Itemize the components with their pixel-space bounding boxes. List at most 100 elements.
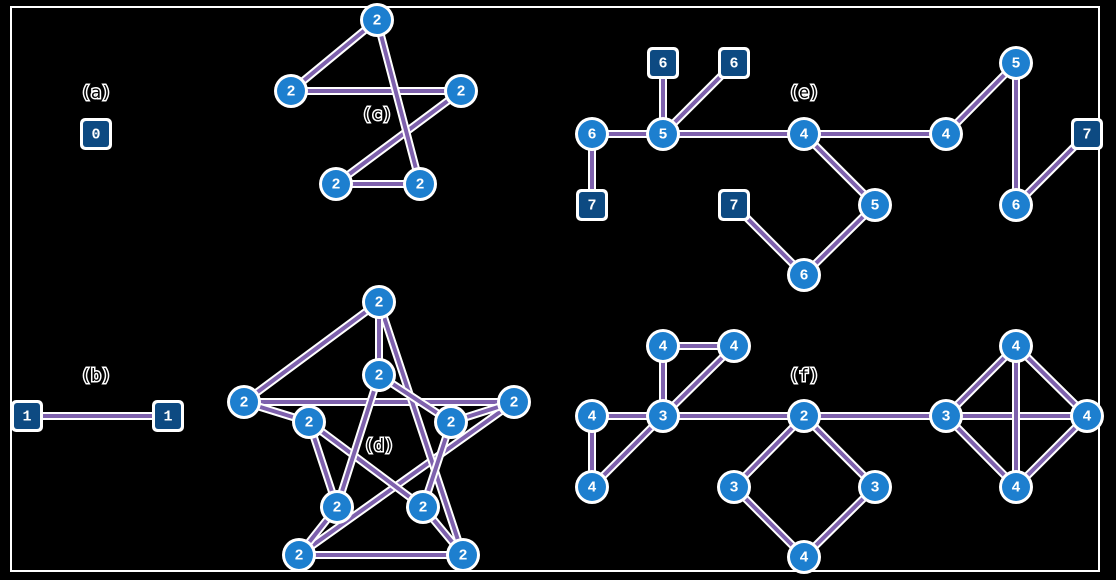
panel-labels-layer: (a) (b) (c) (d) (e) (f) — [79, 82, 821, 458]
node-value-f8: 3 — [870, 480, 879, 497]
circle-node-c3: 2 — [444, 74, 478, 108]
edge-c1-c2 — [287, 16, 381, 95]
node-value-f6: 2 — [799, 409, 808, 426]
square-node-e13: 7 — [1071, 118, 1103, 150]
circle-node-f9: 4 — [787, 540, 821, 574]
circle-node-d1: 2 — [362, 285, 396, 319]
circle-node-f4: 3 — [646, 399, 680, 433]
node-value-f3: 4 — [587, 409, 596, 426]
circle-node-f10: 3 — [929, 399, 963, 433]
node-value-d4: 2 — [294, 548, 303, 565]
node-value-e2: 6 — [729, 56, 738, 73]
panel-label-e: (e) — [789, 83, 820, 103]
circle-node-d8: 2 — [434, 405, 468, 439]
node-value-d2: 2 — [239, 395, 248, 412]
circle-node-d2: 2 — [227, 385, 261, 419]
node-value-f2: 4 — [729, 339, 738, 356]
circle-node-d6: 2 — [362, 358, 396, 392]
node-value-d9: 2 — [332, 500, 341, 517]
square-node-e1: 6 — [647, 47, 679, 79]
node-value-e5: 4 — [799, 127, 808, 144]
circle-node-c2: 2 — [274, 74, 308, 108]
edge-c5-c1 — [373, 16, 424, 188]
edge-d3-d4 — [295, 398, 518, 559]
square-node-e8: 7 — [576, 189, 608, 221]
node-value-b1: 1 — [22, 409, 31, 426]
node-value-f4: 3 — [658, 409, 667, 426]
circle-node-d3: 2 — [497, 385, 531, 419]
node-value-c2: 2 — [286, 84, 295, 101]
circle-node-f6: 2 — [787, 399, 821, 433]
node-value-d5: 2 — [458, 548, 467, 565]
panel-label-d: (d) — [364, 436, 395, 456]
node-value-f11: 4 — [1011, 339, 1020, 356]
circle-node-c4: 2 — [319, 167, 353, 201]
edges-layer — [23, 16, 1091, 561]
circle-node-d10: 2 — [406, 490, 440, 524]
circle-node-c5: 2 — [403, 167, 437, 201]
circle-node-f5: 4 — [575, 470, 609, 504]
node-value-c1: 2 — [372, 13, 381, 30]
square-node-e2: 6 — [718, 47, 750, 79]
circle-node-e6: 4 — [929, 117, 963, 151]
edge-d10-d7 — [305, 418, 427, 511]
node-value-c3: 2 — [456, 84, 465, 101]
circle-node-f8: 3 — [858, 470, 892, 504]
edge-c3-c4 — [332, 87, 465, 188]
edge-d9-d6 — [333, 371, 383, 511]
node-value-e10: 7 — [729, 198, 738, 215]
circle-node-d7: 2 — [292, 405, 326, 439]
circle-node-e3: 6 — [575, 117, 609, 151]
panel-label-c: (c) — [362, 105, 393, 125]
circle-node-f1: 4 — [646, 329, 680, 363]
node-value-d10: 2 — [418, 500, 427, 517]
circle-node-f7: 3 — [717, 470, 751, 504]
node-value-e3: 6 — [587, 127, 596, 144]
node-value-a0: 0 — [91, 127, 100, 144]
node-value-e6: 4 — [941, 127, 950, 144]
square-node-b2: 1 — [152, 400, 184, 432]
circle-node-e7: 5 — [999, 46, 1033, 80]
circle-node-e11: 6 — [787, 258, 821, 292]
circle-node-d4: 2 — [282, 538, 316, 572]
node-value-d7: 2 — [304, 415, 313, 432]
circle-node-f3: 4 — [575, 399, 609, 433]
node-value-e1: 6 — [658, 56, 667, 73]
node-value-e4: 5 — [658, 127, 667, 144]
node-value-c4: 2 — [331, 177, 340, 194]
node-value-d3: 2 — [509, 395, 518, 412]
circle-node-f11: 4 — [999, 329, 1033, 363]
node-value-b2: 1 — [163, 409, 172, 426]
circle-node-e12: 6 — [999, 188, 1033, 222]
circle-node-d5: 2 — [446, 538, 480, 572]
node-value-f12: 4 — [1082, 409, 1091, 426]
node-value-e8: 7 — [587, 198, 596, 215]
circle-node-c1: 2 — [360, 3, 394, 37]
node-value-e11: 6 — [799, 268, 808, 285]
square-node-a0: 0 — [80, 118, 112, 150]
node-value-e13: 7 — [1082, 127, 1091, 144]
circle-node-f12: 4 — [1070, 399, 1104, 433]
panel-label-a: (a) — [81, 83, 112, 103]
node-value-d8: 2 — [446, 415, 455, 432]
node-value-f1: 4 — [658, 339, 667, 356]
node-value-c5: 2 — [415, 177, 424, 194]
node-value-f10: 3 — [941, 409, 950, 426]
edge-d5-d1 — [375, 298, 467, 559]
square-node-e10: 7 — [718, 189, 750, 221]
circle-node-e5: 4 — [787, 117, 821, 151]
nodes-layer: 0 1 1 2 2 2 2 2 2 2 2 2 2 2 2 2 2 2 6 6 6 5 4 4 5 7 5 7 6 6 7 4 4 4 3 4 2 3 3 4… — [11, 3, 1104, 574]
circle-node-f13: 4 — [999, 470, 1033, 504]
panel-label-f: (f) — [789, 366, 820, 386]
circle-node-d9: 2 — [320, 490, 354, 524]
square-node-b1: 1 — [11, 400, 43, 432]
node-value-e9: 5 — [870, 198, 879, 215]
circle-node-e4: 5 — [646, 117, 680, 151]
panel-label-b: (b) — [81, 366, 112, 386]
node-value-e7: 5 — [1011, 56, 1020, 73]
node-value-e12: 6 — [1011, 198, 1020, 215]
node-value-d1: 2 — [374, 295, 383, 312]
figure-frame — [10, 6, 1100, 572]
node-value-f9: 4 — [799, 550, 808, 567]
